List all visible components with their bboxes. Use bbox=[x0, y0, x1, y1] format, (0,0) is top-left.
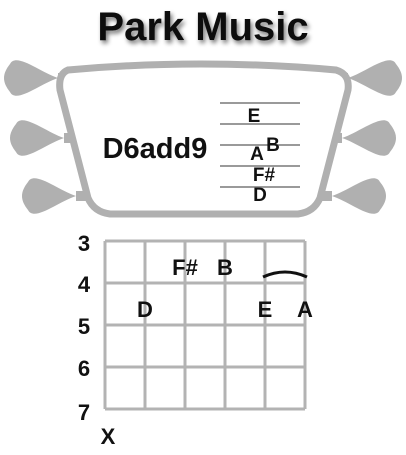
staff-note: A bbox=[250, 144, 264, 165]
tuning-peg-icon bbox=[342, 120, 396, 156]
fretboard-note: D bbox=[137, 297, 153, 322]
tuning-peg-icon bbox=[10, 120, 64, 156]
fret-number: 3 bbox=[78, 231, 90, 256]
staff-note: D bbox=[253, 185, 267, 206]
tuning-peg-icon bbox=[4, 60, 58, 96]
tuning-peg-icon bbox=[348, 60, 402, 96]
muted-string-marker: X bbox=[101, 424, 116, 449]
chord-name: D6add9 bbox=[103, 133, 208, 165]
barre-arc bbox=[262, 270, 308, 279]
fret-number: 7 bbox=[78, 400, 90, 425]
fret-number: 6 bbox=[78, 356, 90, 381]
page-title: Park Music bbox=[97, 5, 308, 49]
staff-note: B bbox=[266, 135, 280, 156]
tuning-peg-icon bbox=[22, 178, 76, 214]
staff-note: F# bbox=[253, 165, 276, 186]
headstock bbox=[56, 60, 352, 218]
fretboard-note: F# bbox=[172, 255, 198, 280]
fretboard-note: B bbox=[217, 255, 233, 280]
fret-number: 4 bbox=[78, 272, 91, 297]
staff-note: E bbox=[248, 106, 261, 127]
fretboard-note: A bbox=[297, 297, 313, 322]
tuning-peg-icon bbox=[332, 178, 386, 214]
fretboard-note: E bbox=[258, 297, 273, 322]
fret-number: 5 bbox=[78, 314, 90, 339]
